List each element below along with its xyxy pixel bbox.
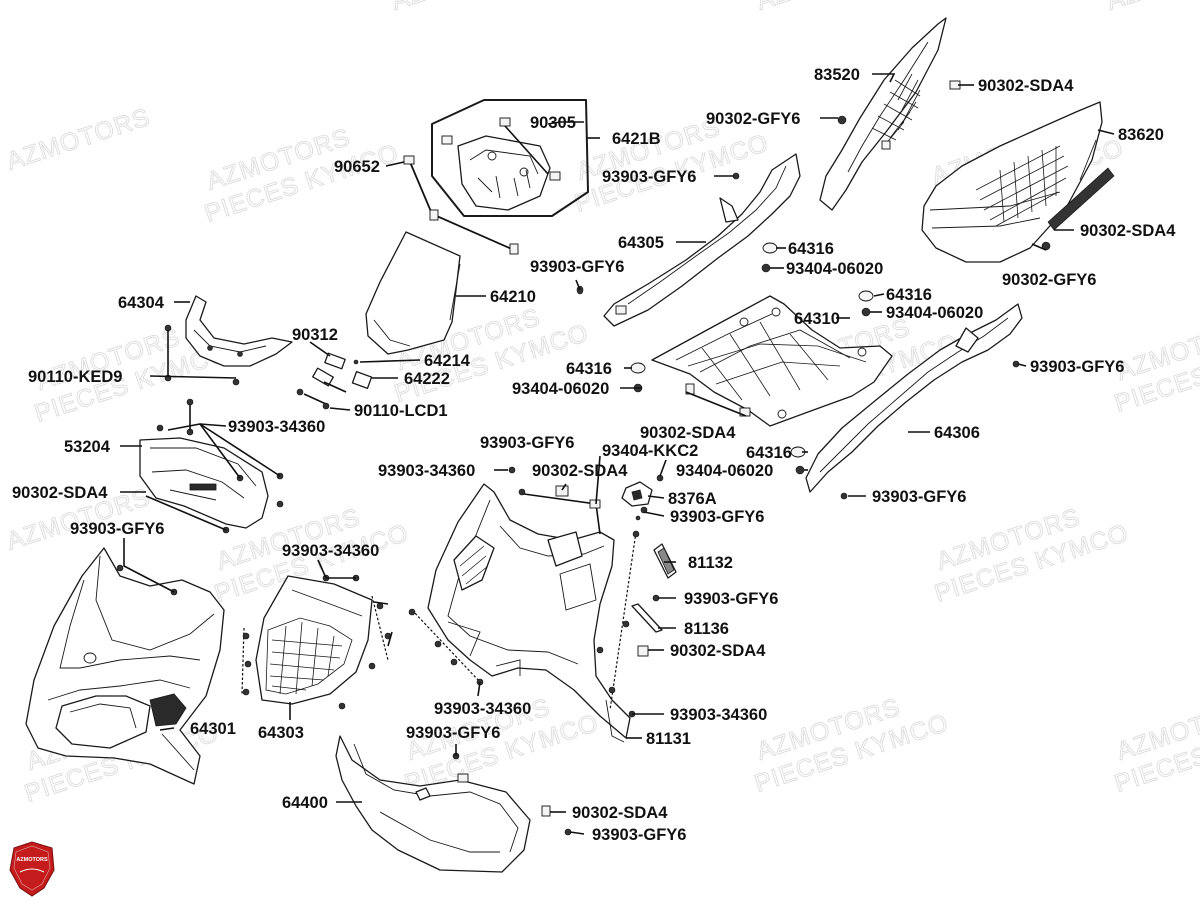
part-6421b-box [431,99,589,217]
label-93903-gfy6: 93903-GFY6 [1030,358,1124,376]
label-93404-06020: 93404-06020 [676,462,773,480]
label-93903-gfy6: 93903-GFY6 [872,488,966,506]
part-inner-leg-shield-drawing [408,466,664,743]
label-93903-gfy6: 93903-GFY6 [480,434,574,452]
part-53204-drawing [139,398,284,534]
label-90312: 90312 [292,326,338,344]
azmotors-logo: AZMOTORS [9,841,55,897]
label-93903-gfy6: 93903-GFY6 [70,520,164,538]
part-64301-drawing [25,547,225,785]
label-90302-gfy6: 90302-GFY6 [706,110,800,128]
label-90302-sda4: 90302-SDA4 [12,484,108,502]
label-93404-06020: 93404-06020 [512,380,609,398]
label-93404-kkc2: 93404-KKC2 [602,442,698,460]
label-64316: 64316 [788,240,834,258]
label-93903-34360: 93903-34360 [228,418,325,436]
watermark-line1: AZMOTORS [753,0,904,16]
label-90305: 90305 [530,114,576,132]
part-81136-drawing [631,594,663,657]
label-93903-gfy6: 93903-GFY6 [530,258,624,276]
label-93903-gfy6: 93903-GFY6 [592,826,686,844]
label-90110-lcd1: 90110-LCD1 [354,402,448,420]
label-90652: 90652 [334,158,380,176]
label-90302-sda4: 90302-SDA4 [1080,222,1176,240]
label-83620: 83620 [1118,126,1164,144]
label-64303: 64303 [258,724,304,742]
label-93404-06020: 93404-06020 [786,260,883,278]
label-83520: 83520 [814,66,860,84]
part-83620-drawing [921,101,1115,263]
label-53204: 53204 [64,438,111,456]
part-64310-drawing [651,295,893,427]
label-90110-ked9: 90110-KED9 [28,368,122,386]
label-64222: 64222 [404,370,450,388]
label-64305: 64305 [618,234,664,252]
label-93903-34360: 93903-34360 [282,542,379,560]
part-83520-drawing [819,17,961,211]
label-90302-sda4: 90302-SDA4 [532,462,628,480]
label-93903-gfy6: 93903-GFY6 [602,168,696,186]
label-93903-34360: 93903-34360 [670,706,767,724]
watermark-line1: AZMOTORS [1103,0,1200,16]
part-64400-drawing [335,735,572,873]
label-64304: 64304 [118,294,165,312]
part-64210-drawing [365,231,461,355]
part-64305-drawing [603,153,801,327]
label-90302-sda4: 90302-SDA4 [978,77,1074,95]
label-64210: 64210 [490,288,536,306]
label-64310: 64310 [794,310,840,328]
label-64316: 64316 [886,286,932,304]
label-64214: 64214 [424,352,471,370]
label-93903-gfy6: 93903-GFY6 [406,724,500,742]
part-64306-drawing [805,303,1023,493]
part-labels: 83520 90302-SDA4 90302-GFY6 83620 90305 … [12,66,1176,844]
label-8376a: 8376A [668,490,717,508]
leader-lines [120,73,1115,835]
watermark-line1: AZMOTORS [388,0,539,16]
label-64316: 64316 [746,444,792,462]
part-64304-drawing [185,295,293,367]
label-93903-34360: 93903-34360 [378,462,475,480]
label-93903-34360: 93903-34360 [434,700,531,718]
logo-text: AZMOTORS [16,857,48,863]
label-90302-sda4: 90302-SDA4 [572,804,668,822]
part-81132-drawing [653,543,677,579]
label-93903-gfy6: 93903-GFY6 [670,508,764,526]
label-81131: 81131 [646,730,691,748]
part-fastener-cluster-center [164,324,373,410]
label-90302-sda4: 90302-SDA4 [640,424,736,442]
label-90302-gfy6: 90302-GFY6 [1002,271,1096,289]
label-93404-06020: 93404-06020 [886,304,983,322]
label-81136: 81136 [684,620,729,638]
label-64306: 64306 [934,424,980,442]
part-8376a-drawing [621,481,653,507]
label-64301: 64301 [190,720,236,738]
label-93903-gfy6: 93903-GFY6 [684,590,778,608]
label-64316: 64316 [566,360,612,378]
part-90652-drawing [403,155,519,255]
part-64303-drawing [241,574,393,710]
label-6421b: 6421B [612,130,661,148]
watermark-line1: AZMOTORS [3,103,154,176]
label-90302-sda4: 90302-SDA4 [670,642,766,660]
label-64400: 64400 [282,794,328,812]
label-81132: 81132 [688,554,733,572]
